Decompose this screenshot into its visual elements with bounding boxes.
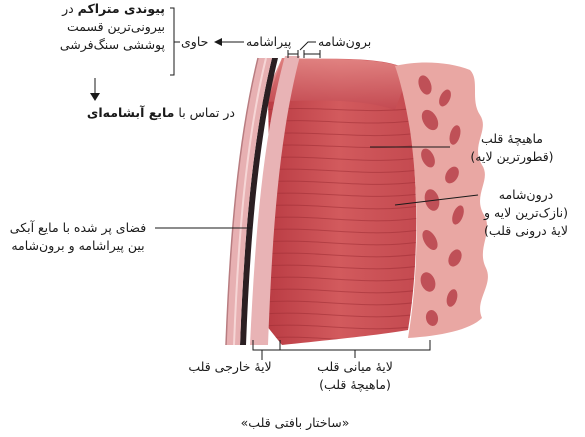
epicardium-label: برون‌شامه [318,33,371,51]
pericardium-label: پیراشامه [246,33,291,51]
endocardium-label: درون‌شامه (نازک‌ترین لایه و لایهٔ درونی … [470,186,582,240]
diagram-caption: «ساختار بافتی قلب» [210,414,380,432]
middle-layer-line1: لایهٔ میانی قلب [290,358,420,376]
myocardium-line1: ماهیچهٔ قلب [452,130,572,148]
connective-line3: پوششی سنگ‌فرشی [60,36,165,54]
middle-layer-line2: (ماهیچهٔ قلب) [290,376,420,394]
cavity-line2: بین پیراشامه و برون‌شامه [2,237,154,255]
endocardium-line3: لایهٔ درونی قلب) [470,222,582,240]
cavity-label: فضای پر شده با مایع آبکی بین پیراشامه و … [2,219,154,255]
cavity-line1: فضای پر شده با مایع آبکی [2,219,154,237]
endocardium-line1: درون‌شامه [470,186,582,204]
connective-bold: پیوندی متراکم [78,1,165,16]
connective-line2: بیرونی‌ترین قسمت [60,18,165,36]
outer-layer-label: لایهٔ خارجی قلب [175,358,285,376]
contact-text: در تماس با [174,105,235,120]
connective-rest: در [62,1,78,16]
contact-bold: مایع آبشامه‌ای [87,105,174,120]
myocardium-line2: (قطورترین لایه) [452,148,572,166]
contains-label: حاوی [181,33,208,51]
endocardium-line2: (نازک‌ترین لایه و [470,204,582,222]
contact-label: در تماس با مایع آبشامه‌ای [87,104,235,122]
middle-layer-label: لایهٔ میانی قلب (ماهیچهٔ قلب) [290,358,420,394]
myocardium-label: ماهیچهٔ قلب (قطورترین لایه) [452,130,572,166]
connective-tissue-label: پیوندی متراکم در بیرونی‌ترین قسمت پوششی … [60,0,165,54]
